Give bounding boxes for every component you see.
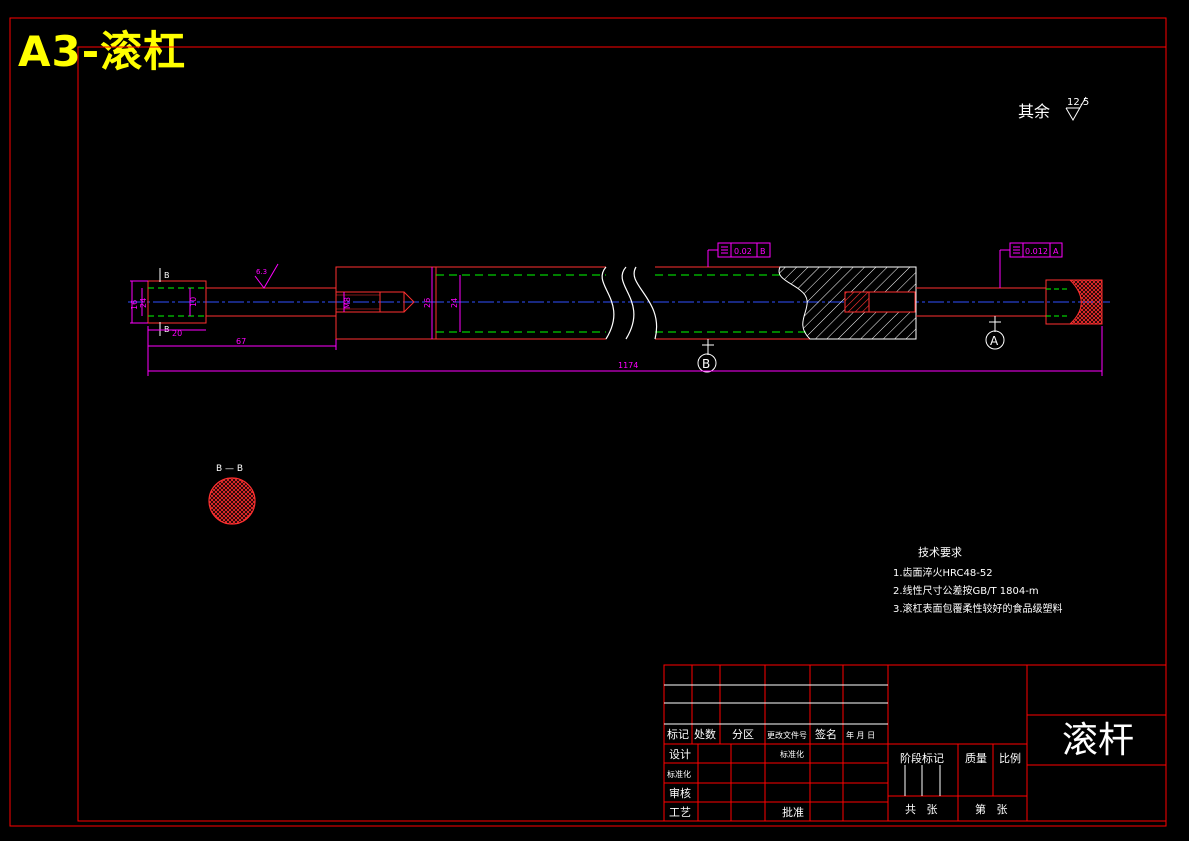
dim-20: 20 — [172, 329, 182, 338]
dim-16: 16 — [130, 300, 139, 310]
roughness-value: 12.5 — [1067, 97, 1089, 108]
tb-scale: 比例 — [999, 751, 1021, 765]
tech-requirements: 技术要求 1.齿面淬火HRC48-52 2.线性尺寸公差按GB/T 1804-m… — [893, 546, 1063, 615]
tolerance-2-value: 0.012 — [1025, 247, 1048, 256]
tb-row-design: 设计 — [669, 748, 691, 761]
title-block — [663, 664, 1167, 822]
datum-b: B — [697, 339, 717, 373]
tech-item-1: 1.齿面淬火HRC48-52 — [893, 566, 993, 579]
tb-header-5: 年 月 日 — [846, 730, 875, 740]
svg-text:B: B — [702, 357, 710, 371]
tolerance-2-datum: A — [1053, 247, 1059, 256]
tolerance-1-datum: B — [760, 247, 766, 256]
dim-24-left: 24 — [139, 298, 148, 308]
dimensions — [130, 267, 1103, 376]
tb-header-4: 签名 — [815, 727, 837, 741]
dim-26: 26 — [423, 298, 432, 308]
roughness-symbol — [1065, 96, 1087, 122]
outer-border — [9, 17, 1167, 827]
dim-67: 67 — [236, 337, 246, 346]
dim-10: 10 — [189, 297, 198, 307]
tb-header-0: 标记 — [667, 727, 689, 741]
section-b-top: B — [164, 271, 170, 280]
left-end-shaft — [147, 280, 336, 324]
right-end-shaft — [916, 279, 1103, 325]
tb-header-2: 分区 — [732, 728, 754, 741]
tech-item-2: 2.线性尺寸公差按GB/T 1804-m — [893, 584, 1039, 597]
section-view-b-b — [208, 477, 256, 525]
tb-mass: 质量 — [965, 752, 987, 765]
tb-header-1: 处数 — [694, 728, 716, 741]
tb-sheet-no: 第 张 — [975, 802, 1008, 816]
tb-stage: 阶段标记 — [900, 751, 944, 765]
dim-24-mid: 24 — [450, 298, 459, 308]
sheet-corner-label: A3-滚杠 — [18, 27, 187, 76]
tolerance-frame-2: 0.012 A — [999, 242, 1063, 288]
tolerance-frame-1: 0.02 B — [707, 242, 771, 267]
roughness-prefix: 其余 — [1018, 102, 1050, 121]
datum-a: A — [985, 316, 1005, 350]
dim-total-length: 1174 — [618, 361, 638, 370]
tb-header-3: 更改文件号 — [767, 730, 807, 740]
roughness-symbol-left — [254, 263, 279, 289]
dim-m8: M8 — [343, 297, 352, 309]
part-name: 滚杆 — [1062, 720, 1134, 761]
tb-total-sheets: 共 张 — [905, 803, 938, 816]
section-title: B — B — [216, 464, 243, 474]
tech-title: 技术要求 — [918, 546, 962, 559]
tb-approve: 批准 — [782, 805, 804, 819]
tb-standardization: 标准化 — [780, 749, 804, 759]
tb-row-review: 审核 — [669, 786, 691, 800]
svg-text:A: A — [990, 334, 999, 348]
tech-item-3: 3.滚杠表面包覆柔性较好的食品级塑料 — [893, 602, 1063, 615]
tb-row-process: 工艺 — [669, 806, 691, 819]
threaded-hole-left — [335, 291, 415, 313]
roughness-value-left: 6.3 — [256, 268, 267, 276]
tolerance-1-value: 0.02 — [734, 247, 752, 256]
tb-row-standard: 标准化 — [667, 769, 691, 779]
inner-border — [77, 46, 1167, 822]
